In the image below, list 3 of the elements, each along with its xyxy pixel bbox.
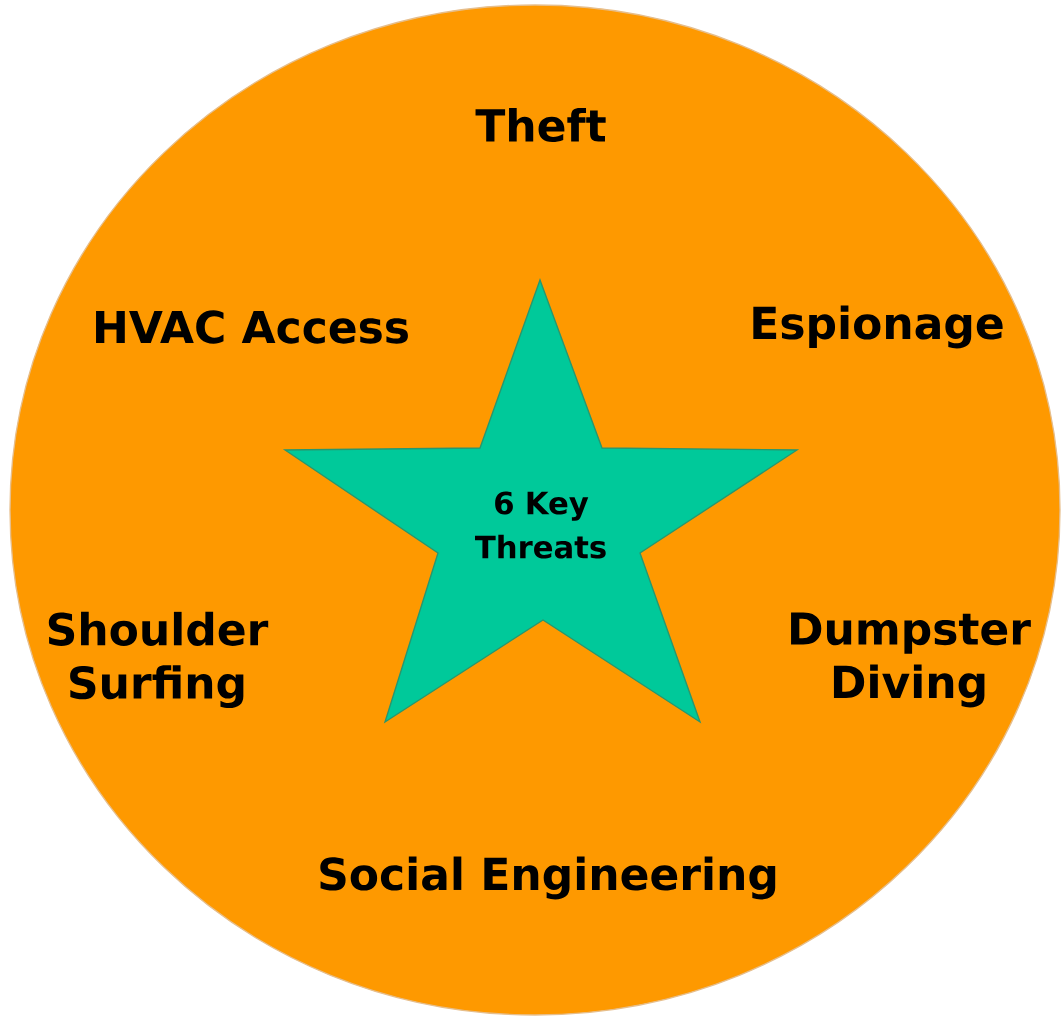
- threat-label: Social Engineering: [320, 856, 776, 900]
- threat-label: Shoulder Surfing: [48, 611, 269, 709]
- threat-label: Theft: [475, 107, 606, 142]
